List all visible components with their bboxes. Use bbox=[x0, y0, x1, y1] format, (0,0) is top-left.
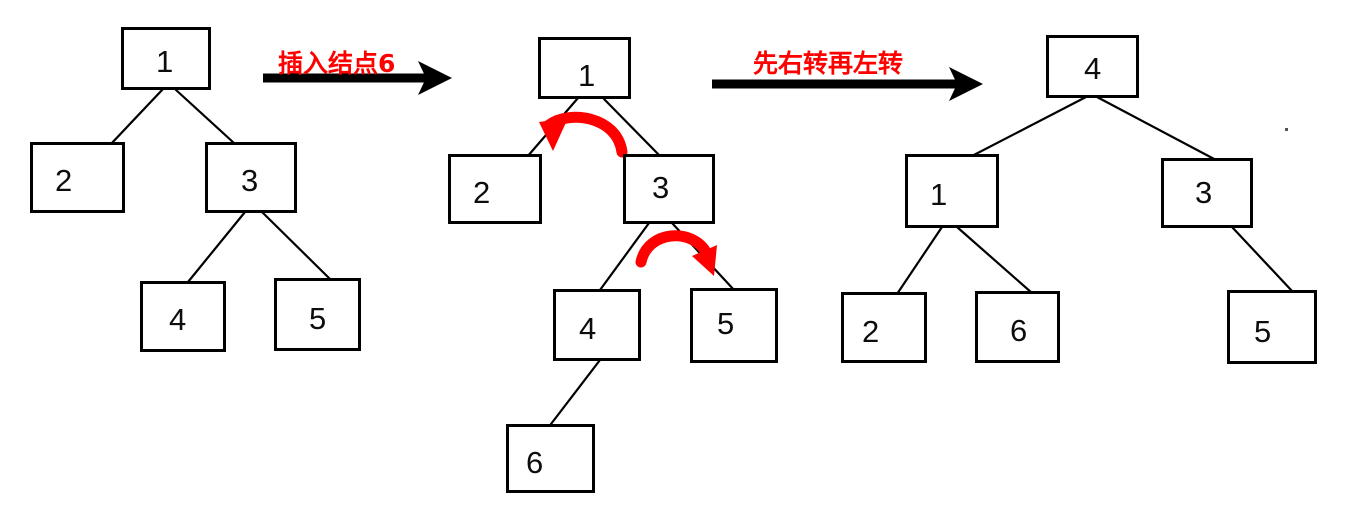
red-curved-arrow-upper bbox=[539, 111, 628, 158]
tree-node-4: 4 bbox=[1046, 35, 1139, 98]
tree-node-label: 6 bbox=[1010, 313, 1028, 348]
tree-node-3: 3 bbox=[623, 154, 715, 224]
tree-edge bbox=[549, 358, 602, 426]
tree-node-3: 3 bbox=[1161, 158, 1253, 228]
tree-node-label: 2 bbox=[473, 175, 491, 210]
tree-node-2: 2 bbox=[448, 154, 542, 224]
tree-node-label: 1 bbox=[578, 58, 596, 93]
tree-node-4: 4 bbox=[553, 289, 641, 361]
tree-node-label: 3 bbox=[652, 170, 670, 205]
tree-node-4: 4 bbox=[140, 281, 226, 352]
tree-node-label: 2 bbox=[55, 163, 73, 198]
tree-edge bbox=[108, 87, 165, 147]
tree-node-label: 5 bbox=[1254, 314, 1272, 349]
tree-node-label: 2 bbox=[862, 314, 880, 349]
tree-edge bbox=[602, 97, 661, 157]
tree-node-1: 1 bbox=[905, 154, 999, 228]
tree-node-2: 2 bbox=[30, 142, 125, 213]
transition-label: 先右转再左转 bbox=[753, 49, 904, 78]
tree-edge bbox=[895, 225, 944, 296]
tree-edge bbox=[598, 221, 651, 292]
tree-node-2: 2 bbox=[841, 292, 927, 363]
tree-edge bbox=[174, 88, 236, 145]
tree-node-6: 6 bbox=[506, 424, 595, 493]
transition-label: 插入结点6 bbox=[278, 49, 396, 78]
ink-speck-right bbox=[1285, 128, 1288, 131]
tree-node-label: 5 bbox=[309, 301, 327, 336]
tree-node-1: 1 bbox=[538, 37, 631, 99]
tree-edge bbox=[260, 210, 332, 281]
tree-node-5: 5 bbox=[690, 288, 778, 363]
tree-node-label: 6 bbox=[526, 445, 544, 480]
tree-edge bbox=[955, 225, 1034, 295]
tree-edge bbox=[968, 95, 1088, 159]
tree-node-label: 4 bbox=[579, 311, 597, 346]
tree-node-label: 1 bbox=[930, 177, 948, 212]
tree-edge bbox=[1095, 95, 1218, 162]
tree-edge bbox=[670, 221, 737, 293]
tree-node-1: 1 bbox=[121, 27, 211, 90]
tree-node-5: 5 bbox=[274, 278, 361, 351]
tree-edge bbox=[525, 96, 580, 159]
tree-node-label: 4 bbox=[1084, 51, 1102, 86]
red-curved-arrow-lower bbox=[635, 230, 717, 276]
tree-edge bbox=[186, 210, 247, 284]
tree-edge bbox=[1230, 225, 1294, 293]
tree-node-3: 3 bbox=[205, 142, 297, 213]
tree-node-label: 3 bbox=[241, 163, 259, 198]
tree-node-label: 1 bbox=[156, 44, 174, 79]
tree-node-5: 5 bbox=[1227, 290, 1317, 364]
tree-node-label: 5 bbox=[717, 306, 735, 341]
tree-node-label: 3 bbox=[1195, 175, 1213, 210]
tree-node-label: 4 bbox=[169, 302, 187, 337]
tree-node-6: 6 bbox=[975, 291, 1060, 363]
